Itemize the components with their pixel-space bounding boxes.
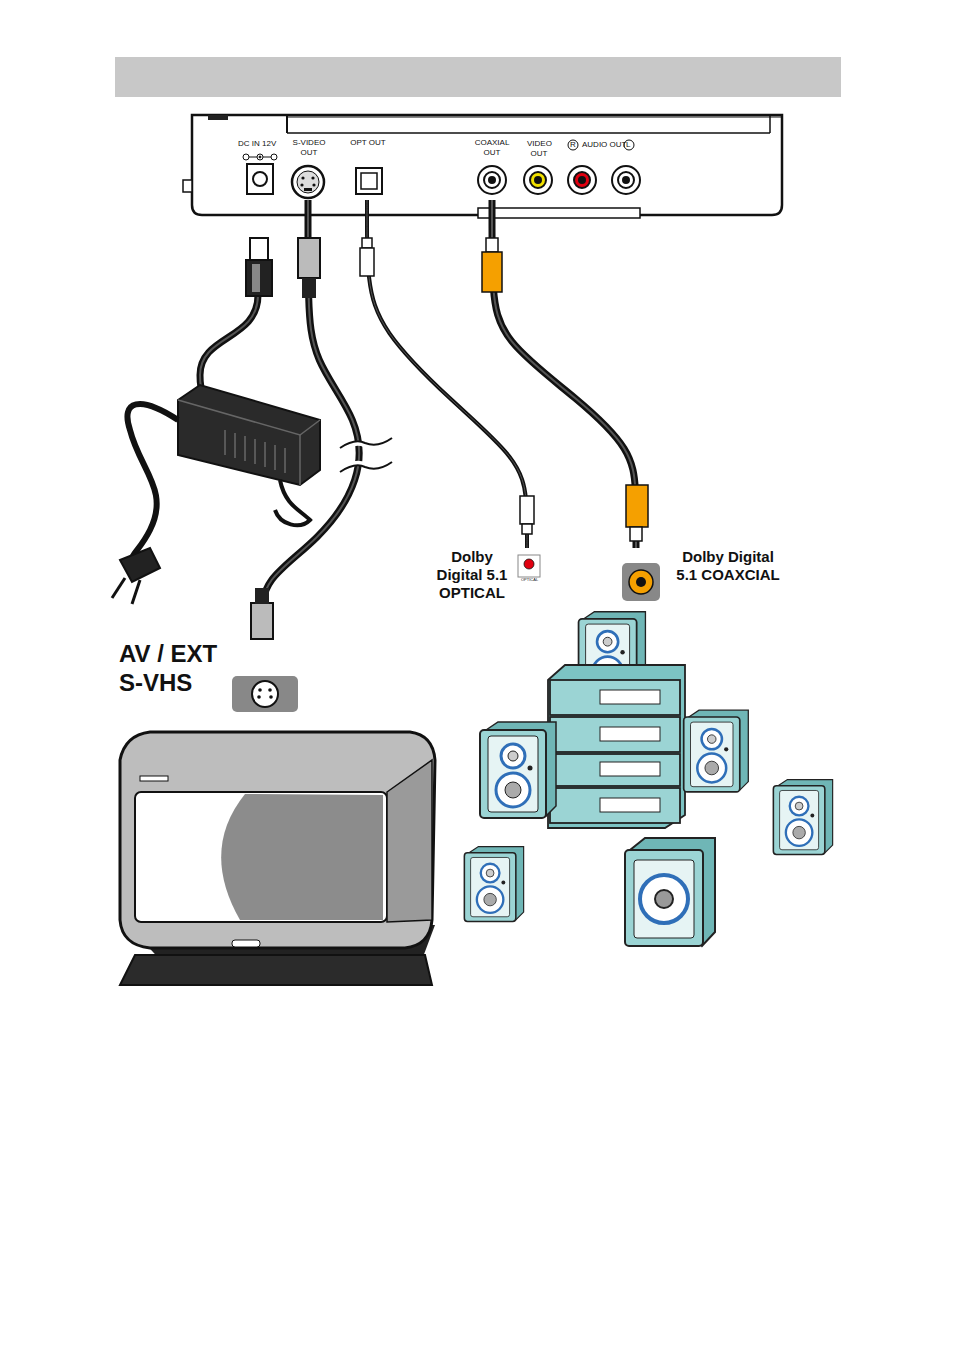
port-label: L [626,140,630,150]
cable [492,200,636,548]
cable-highlight [492,200,636,548]
node-text: AV / EXT S-VHS [119,640,231,698]
cable [262,200,359,640]
cable-highlight [367,200,527,548]
input-label: Dolby Digital 5.1 COAXCIAL [618,548,788,612]
port-label: R [570,140,576,150]
node-text: COAXIAL OUT [470,138,514,157]
cable [367,200,527,548]
cable-outline [492,200,636,548]
input-label: AV / EXT S-VHS [115,640,300,715]
node-text: S-VIDEO OUT [288,138,330,157]
port-label: COAXIAL OUT [470,138,514,200]
node-text: Dolby Digital 5.1 OPTICAL [430,548,514,602]
icon-caption: OPTICAL [521,578,538,583]
node-text: Dolby Digital 5.1 COAXCIAL [674,548,782,584]
port-label: DC IN 12V [238,139,276,149]
cable-highlight [262,200,359,640]
port-label: S-VIDEO OUT [288,138,330,200]
port-label: AUDIO OUT [582,140,626,150]
cable-outline [367,200,527,548]
port-label: OPT OUT [350,138,386,200]
cable-outline [262,200,359,640]
node-text: OPT OUT [350,138,386,148]
port-label: VIDEO OUT [527,139,551,158]
